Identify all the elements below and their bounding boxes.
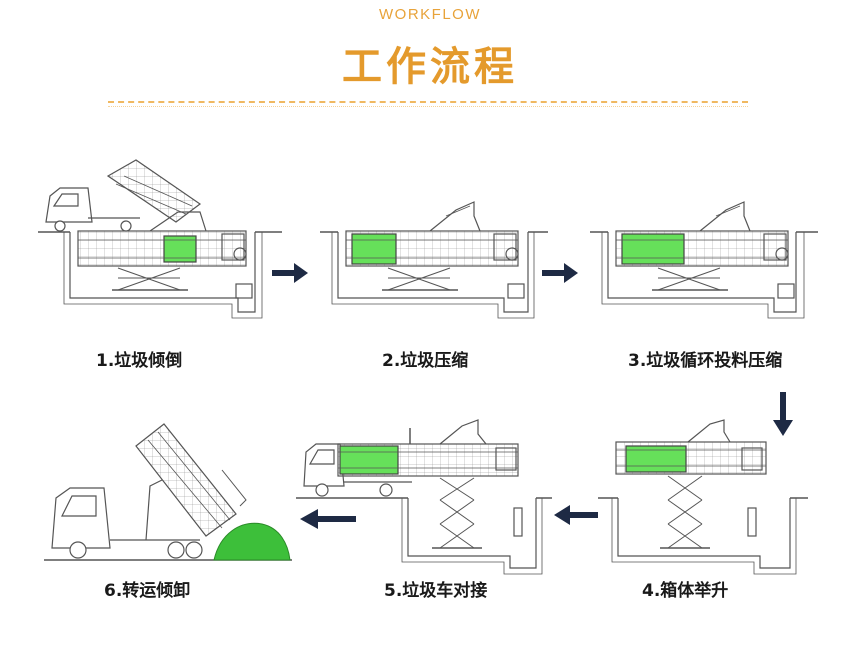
page-title: 工作流程 bbox=[342, 44, 518, 90]
arrow-step-1-to-2 bbox=[272, 263, 308, 283]
arrow-step-5-to-6 bbox=[300, 509, 356, 529]
arrow-step-2-to-3 bbox=[542, 263, 578, 283]
step-2-label: 2.垃圾压缩 bbox=[382, 351, 469, 371]
header-divider-secondary bbox=[108, 106, 748, 107]
arrow-step-3-to-4 bbox=[773, 392, 793, 436]
step-2-illustration bbox=[320, 201, 548, 319]
step-3-illustration bbox=[590, 201, 818, 319]
step-4-label: 4.箱体举升 bbox=[642, 581, 729, 601]
step-6-label: 6.转运倾卸 bbox=[104, 581, 191, 601]
header-subtitle: WORKFLOW bbox=[379, 6, 481, 23]
step-4-illustration bbox=[598, 419, 808, 575]
arrow-step-4-to-5 bbox=[554, 505, 598, 525]
step-1-illustration bbox=[38, 159, 282, 319]
header-divider bbox=[108, 101, 748, 103]
step-5-label: 5.垃圾车对接 bbox=[384, 581, 488, 601]
step-3-label: 3.垃圾循环投料压缩 bbox=[628, 351, 783, 371]
step-1-label: 1.垃圾倾倒 bbox=[96, 351, 183, 371]
garbage-pile bbox=[213, 522, 291, 561]
step-5-illustration bbox=[296, 419, 552, 575]
step-6-illustration bbox=[44, 423, 292, 561]
